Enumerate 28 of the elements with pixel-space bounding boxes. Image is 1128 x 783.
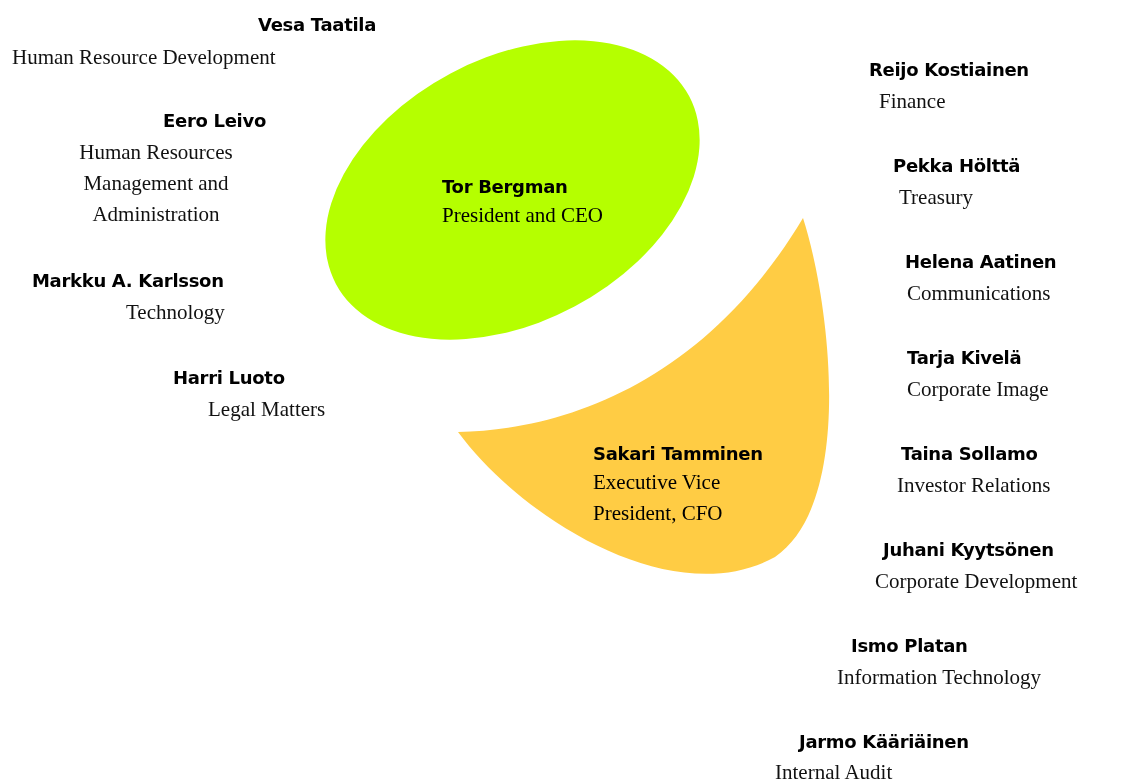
job-title: President and CEO bbox=[442, 202, 604, 229]
person-name: Pekka Hölttä bbox=[893, 155, 1021, 176]
person-name: Jarmo Kääriäinen bbox=[799, 731, 969, 752]
person-name: Tor Bergman bbox=[442, 175, 569, 199]
job-title: Corporate Development bbox=[875, 568, 1078, 595]
job-title: Internal Audit bbox=[775, 759, 893, 783]
job-title: Human Resource Development bbox=[12, 44, 276, 71]
job-title: Communications bbox=[907, 280, 1051, 307]
person-name: Taina Sollamo bbox=[901, 443, 1038, 464]
person-name: Sakari Tamminen bbox=[593, 442, 764, 466]
person-name: Eero Leivo bbox=[163, 110, 266, 131]
job-title: Corporate Image bbox=[907, 376, 1049, 403]
job-title: Legal Matters bbox=[208, 396, 326, 423]
person-name: Reijo Kostiainen bbox=[869, 59, 1029, 80]
person-name: Harri Luoto bbox=[173, 367, 285, 388]
job-title: Information Technology bbox=[837, 664, 1041, 691]
person-name: Juhani Kyytsönen bbox=[883, 539, 1054, 560]
job-title: Treasury bbox=[899, 184, 973, 211]
person-name: Ismo Platan bbox=[851, 635, 968, 656]
job-title: Technology bbox=[126, 299, 225, 326]
person-name: Helena Aatinen bbox=[905, 251, 1057, 272]
person-name: Tarja Kivelä bbox=[907, 347, 1022, 368]
person-name: Markku A. Karlsson bbox=[32, 270, 224, 291]
job-title: Executive Vice President, CFO bbox=[593, 469, 724, 527]
job-title: Investor Relations bbox=[897, 472, 1051, 499]
person-name: Vesa Taatila bbox=[258, 14, 377, 35]
job-title: Finance bbox=[879, 88, 946, 115]
job-title: Human Resources Management and Administration bbox=[78, 139, 234, 228]
